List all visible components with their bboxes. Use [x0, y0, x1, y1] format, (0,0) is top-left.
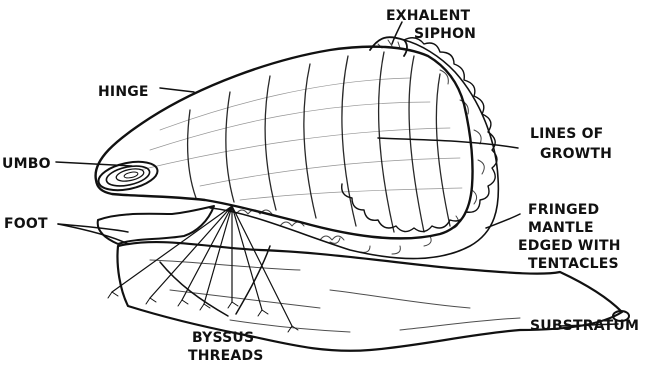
- label-fringed-mantle-line3: EDGED WITH: [518, 238, 621, 254]
- label-fringed-mantle: FRINGED MANTLE EDGED WITH TENTACLES: [518, 202, 621, 272]
- label-exhalent-siphon-line2: SIPHON: [414, 26, 476, 42]
- leader-foot: [58, 224, 128, 232]
- leader-hinge: [160, 88, 194, 92]
- label-fringed-mantle-line4: TENTACLES: [528, 256, 619, 272]
- label-fringed-mantle-line1: FRINGED: [528, 202, 599, 218]
- label-byssus-threads-line2: THREADS: [188, 348, 264, 364]
- leader-fringed-mantle: [486, 214, 520, 228]
- label-lines-of-growth-line1: LINES OF: [530, 126, 603, 142]
- label-byssus-threads-line1: BYSSUS: [192, 330, 254, 346]
- leader-lines-of-growth: [378, 138, 518, 148]
- umbo-shape: [96, 157, 160, 195]
- label-lines-of-growth: LINES OF GROWTH: [530, 126, 612, 162]
- shell-shape: [96, 47, 473, 239]
- label-fringed-mantle-line2: MANTLE: [528, 220, 594, 236]
- leader-byssus-1: [160, 262, 228, 316]
- label-byssus-threads: BYSSUS THREADS: [188, 330, 264, 364]
- label-umbo: UMBO: [2, 156, 51, 172]
- leader-exhalent-siphon: [392, 22, 402, 44]
- label-exhalent-siphon: EXHALENT SIPHON: [386, 8, 476, 42]
- leader-lines: [56, 22, 618, 326]
- label-hinge: HINGE: [98, 84, 149, 100]
- label-substratum: SUBSTRATUM: [530, 318, 639, 334]
- label-exhalent-siphon-line1: EXHALENT: [386, 8, 471, 24]
- label-lines-of-growth-line2: GROWTH: [540, 146, 612, 162]
- label-foot: FOOT: [4, 216, 48, 232]
